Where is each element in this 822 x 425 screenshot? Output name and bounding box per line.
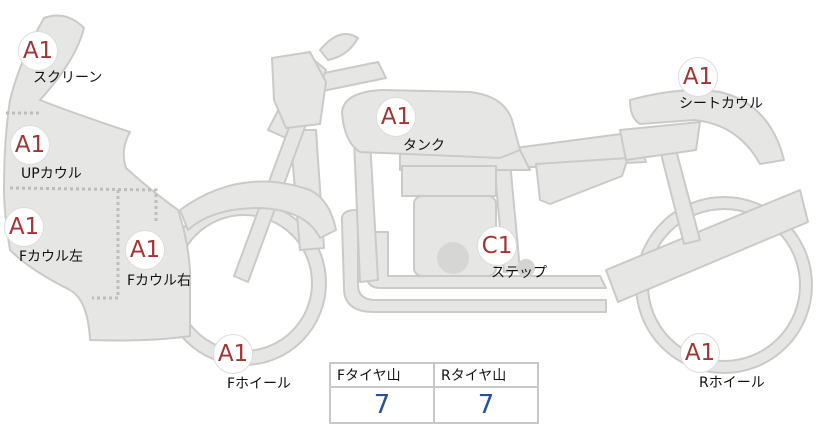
seat-cowl-label: シートカウル: [679, 96, 763, 112]
tire-tread-table: Fタイヤ山 Rタイヤ山 7 7: [329, 362, 539, 424]
rear-wheel-grade-marker[interactable]: A1: [680, 333, 720, 373]
rear-wheel-label: Rホイール: [699, 375, 765, 391]
tire-tread-header-row: Fタイヤ山 Rタイヤ山: [329, 362, 539, 388]
front-tire-tread-header: Fタイヤ山: [329, 362, 435, 388]
step-label: ステップ: [491, 265, 547, 281]
front-tire-tread-value: 7: [329, 386, 435, 424]
rear-tire-tread-value: 7: [433, 386, 539, 424]
front-cowl-right-grade-marker[interactable]: A1: [125, 230, 165, 270]
front-cowl-left-grade-marker[interactable]: A1: [4, 207, 44, 247]
engine-shape: [401, 165, 497, 197]
seat-cowl-grade-marker[interactable]: A1: [678, 57, 718, 97]
front-cowl-left-label: Fカウル左: [19, 249, 84, 265]
screen-label: スクリーン: [33, 70, 103, 86]
step-grade-marker[interactable]: C1: [477, 226, 517, 266]
screen-grade-marker[interactable]: A1: [18, 31, 58, 71]
front-wheel-grade-marker[interactable]: A1: [213, 334, 253, 374]
front-wheel-label: Fホイール: [227, 376, 292, 392]
tire-tread-value-row: 7 7: [329, 386, 539, 424]
tank-label: タンク: [403, 138, 445, 154]
upper-cowl-grade-marker[interactable]: A1: [10, 125, 50, 165]
rear-tire-tread-header: Rタイヤ山: [433, 362, 539, 388]
upper-cowl-label: UPカウル: [21, 166, 82, 182]
tank-grade-marker[interactable]: A1: [376, 97, 416, 137]
front-cowl-right-label: Fカウル右: [127, 273, 192, 289]
